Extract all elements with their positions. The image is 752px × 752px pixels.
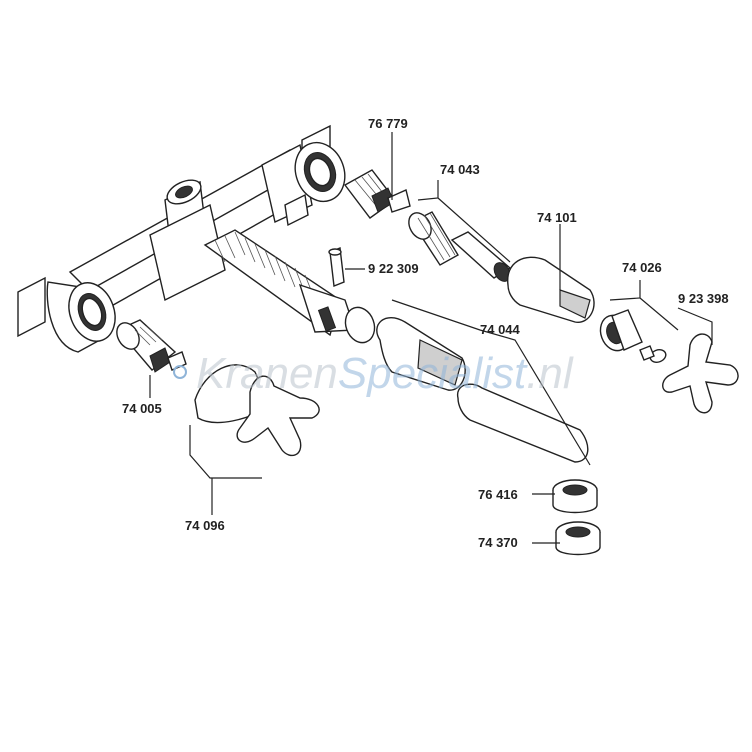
aerator-76416: [552, 479, 598, 514]
valve-cartridge-top: [343, 169, 411, 219]
watermark-part1: Kranen: [196, 349, 338, 398]
threaded-sleeve: [408, 211, 512, 282]
part-label-74043: 74 043: [440, 162, 480, 177]
part-label-74026: 74 026: [622, 260, 662, 275]
part-label-74096: 74 096: [185, 518, 225, 533]
corrugated-sleeve: [203, 229, 376, 344]
svg-text:KranenSpecialist.nl: KranenSpecialist.nl: [196, 349, 574, 398]
pin-screw: [328, 247, 345, 287]
watermark-logo: KranenSpecialist.nl: [173, 349, 574, 398]
bell-cover-right: [507, 256, 595, 323]
part-label-74044: 74 044: [480, 322, 521, 337]
watermark-part2: Specialist: [338, 349, 528, 398]
wall-mount-body: [17, 124, 346, 353]
cross-handle-right: [662, 333, 739, 414]
part-number-labels: 76 779 74 043 74 101 74 026 9 23 398 9 2…: [122, 116, 729, 550]
part-label-76779: 76 779: [368, 116, 408, 131]
spout: [376, 316, 589, 463]
part-label-76416: 76 416: [478, 487, 518, 502]
part-label-922309: 9 22 309: [368, 261, 419, 276]
valve-cartridge-left: [116, 319, 187, 373]
part-label-74005: 74 005: [122, 401, 162, 416]
watermark-part3: .nl: [526, 349, 574, 398]
aerator-74370: [555, 521, 601, 556]
cross-handle-left: [194, 364, 320, 457]
cartridge-right: [599, 309, 667, 363]
leader-lines: [149, 132, 713, 544]
part-label-923398: 9 23 398: [678, 291, 729, 306]
part-label-74370: 74 370: [478, 535, 518, 550]
part-label-74101: 74 101: [537, 210, 577, 225]
